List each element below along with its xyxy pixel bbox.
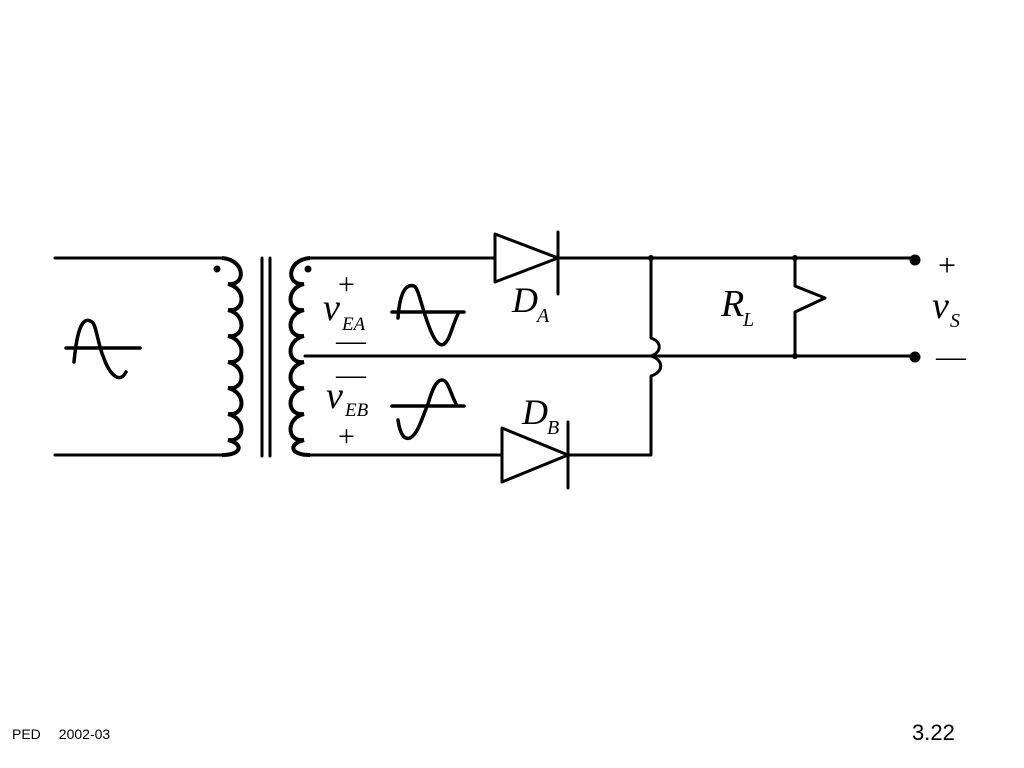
output-terminal-bottom bbox=[909, 351, 921, 363]
primary-winding-wires bbox=[53, 256, 224, 457]
diode-b bbox=[500, 420, 570, 490]
primary-coil bbox=[221, 256, 244, 457]
secondary-coil bbox=[288, 256, 311, 457]
output-voltage-subscript: S bbox=[950, 310, 960, 332]
diode-a-label-symbol: D bbox=[511, 280, 538, 320]
diode-a-label-subscript: A bbox=[535, 305, 550, 327]
lower-sine-wave-icon bbox=[390, 378, 466, 441]
footer-year: 2002-03 bbox=[58, 726, 111, 742]
footer-course-code: PED bbox=[12, 726, 41, 742]
upper-sine-wave-icon bbox=[390, 283, 466, 347]
secondary-polarity-dot bbox=[304, 265, 312, 273]
load-label-symbol: R bbox=[720, 283, 744, 325]
v-ea-label-subscript: EA bbox=[341, 314, 366, 335]
v-eb-label-symbol: v bbox=[326, 375, 343, 417]
slide-number: 3.22 bbox=[912, 720, 955, 745]
output-plus-sign: + bbox=[938, 247, 956, 283]
diode-a bbox=[493, 230, 560, 296]
output-terminal-top bbox=[909, 254, 921, 266]
output-minus-sign: — bbox=[935, 340, 967, 373]
diode-b-label-subscript: B bbox=[547, 417, 559, 439]
load-resistor bbox=[793, 256, 827, 358]
lower-winding-minus-sign: — bbox=[335, 358, 367, 391]
load-label-subscript: L bbox=[742, 309, 754, 331]
transformer-core bbox=[260, 256, 272, 458]
upper-winding-plus-sign: + bbox=[338, 268, 355, 301]
diode-b-label-symbol: D bbox=[521, 392, 548, 432]
upper-winding-minus-sign: — bbox=[335, 324, 367, 357]
v-ea-label-symbol: v bbox=[323, 287, 340, 329]
primary-sine-wave-icon bbox=[64, 318, 142, 380]
secondary-wires bbox=[303, 256, 917, 457]
v-eb-label-subscript: EB bbox=[344, 400, 369, 421]
footer-course-info: PED 2002-03 bbox=[12, 726, 110, 742]
junction-dot bbox=[648, 255, 654, 261]
lower-winding-plus-sign: + bbox=[338, 420, 355, 453]
output-voltage-symbol: v bbox=[932, 285, 949, 327]
primary-polarity-dot bbox=[213, 265, 221, 273]
